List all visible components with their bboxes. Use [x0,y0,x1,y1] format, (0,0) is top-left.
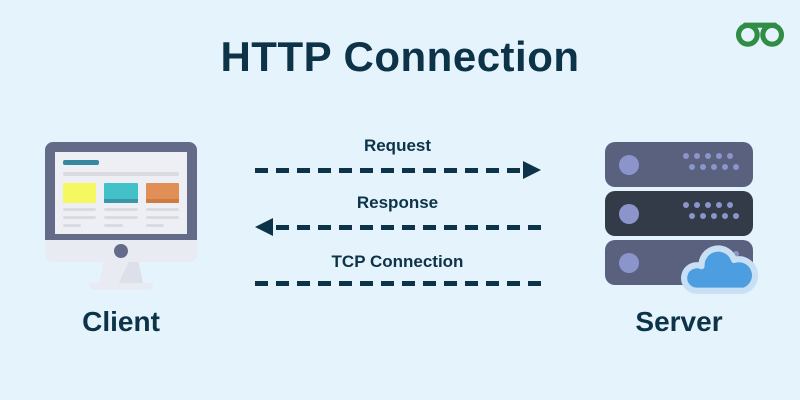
card-orange [145,183,179,203]
browser-header-bar [63,160,99,165]
server-vent-dots [683,153,739,170]
browser-column [63,183,97,227]
monitor-power-button-icon [114,244,128,258]
server-vent-dots [733,251,739,257]
client-browser-screen [55,152,187,234]
server-unit-top [605,142,753,187]
request-arrowhead-icon [523,161,541,179]
response-arrowhead-icon [255,218,273,236]
monitor-stand [99,262,143,283]
card-teal [104,183,138,203]
server-unit-middle [605,191,753,236]
browser-column [104,183,138,227]
page-title: HTTP Connection [220,33,580,80]
browser-column [145,183,179,227]
request-arrow-label: Request [363,136,432,155]
response-arrow-label: Response [356,193,439,212]
tcp-connection-line [255,281,542,286]
response-arrow-line [276,225,542,230]
server-led-icon [619,203,639,224]
tcp-connection-label: TCP Connection [331,252,464,271]
client-label: Client [82,306,160,337]
monitor-stand-base [89,283,153,290]
client-monitor-icon [45,142,197,240]
server-led-icon [619,252,639,273]
browser-divider [63,172,179,176]
card-yellow [63,183,97,203]
request-arrow-line [255,168,521,173]
cloud-icon [681,245,759,294]
server-led-icon [619,154,639,175]
geeksforgeeks-logo-icon [735,22,785,47]
monitor-chin [45,240,197,262]
server-vent-dots [683,202,739,219]
server-label: Server [635,306,723,337]
